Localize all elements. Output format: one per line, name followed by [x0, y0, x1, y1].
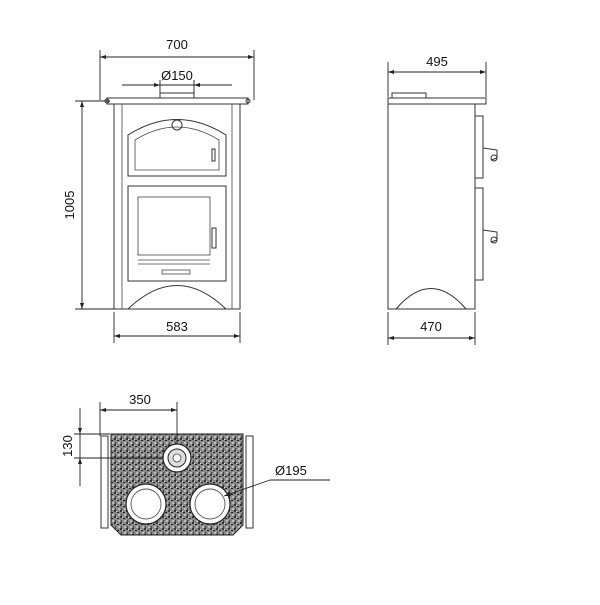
fire-door-vent [161, 269, 191, 275]
dim-leader-hotplate [223, 479, 271, 497]
side-view [387, 92, 498, 310]
side-door-lower [474, 187, 484, 281]
front-view [104, 92, 251, 310]
side-handle-lower-knob [490, 236, 498, 244]
side-door-upper [474, 115, 484, 179]
front-dimensions: 700 Ø150 1005 583 [62, 37, 255, 343]
dim-label-700: 700 [166, 37, 188, 52]
hotplate-right-outer [189, 483, 231, 525]
oven-door [127, 119, 227, 177]
side-dimensions: 495 470 [387, 54, 487, 345]
top-view [100, 433, 254, 536]
fire-door-handle [211, 227, 217, 249]
side-handle-upper [482, 147, 498, 161]
top-rail-right [245, 435, 254, 529]
side-top-flue [391, 92, 427, 99]
dim-label-flue: Ø150 [161, 68, 193, 83]
front-base-arch [127, 285, 227, 310]
hotplate-right-ring [194, 488, 226, 520]
top-rail-left [100, 435, 109, 529]
dim-label-583: 583 [166, 319, 188, 334]
side-base-arch [395, 288, 467, 310]
oven-door-handle [211, 148, 216, 162]
hotplate-left-ring [130, 488, 162, 520]
side-body [387, 103, 476, 310]
top-dimensions: 350 130 Ø195 [60, 392, 330, 497]
dim-label-130: 130 [60, 435, 75, 457]
dim-label-495: 495 [426, 54, 448, 69]
front-flue-collar [159, 92, 195, 99]
side-handle-lower [482, 229, 498, 243]
front-top-plate [106, 97, 249, 105]
dim-label-470: 470 [420, 319, 442, 334]
fire-door [127, 185, 227, 282]
hotplate-left-outer [125, 483, 167, 525]
fire-door-glass [137, 196, 211, 256]
oven-door-inner [134, 126, 220, 171]
front-body [113, 103, 241, 310]
dim-label-350: 350 [129, 392, 151, 407]
oven-door-knob [171, 119, 183, 131]
front-top-plate-end-right [245, 98, 251, 104]
side-top-plate [387, 97, 487, 105]
dim-label-1005: 1005 [62, 191, 77, 220]
dim-label-hotplate: Ø195 [275, 463, 307, 478]
side-handle-upper-knob [490, 154, 498, 162]
